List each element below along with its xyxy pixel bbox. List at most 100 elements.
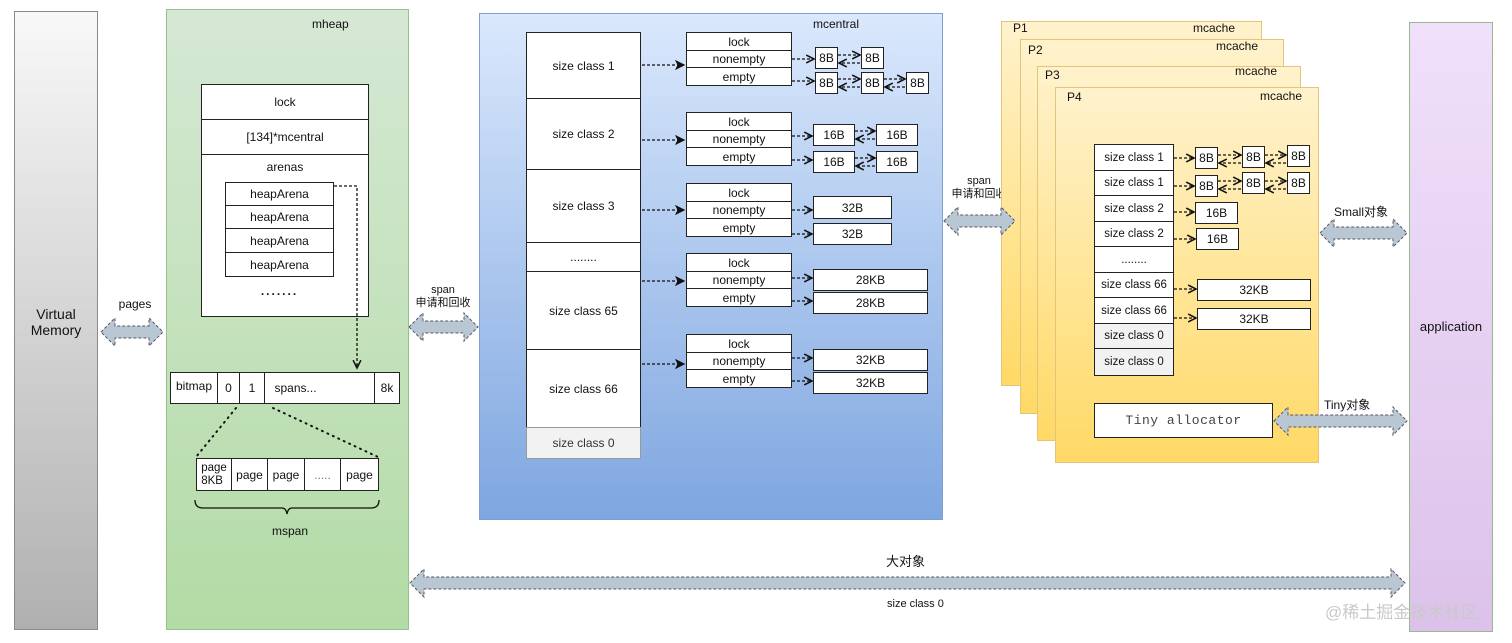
application-block	[1409, 22, 1493, 632]
size-class-ellipsis: ........	[526, 242, 641, 272]
span-block: 16B	[813, 124, 855, 146]
large-object-arrow	[409, 567, 1406, 599]
watermark: @稀土掘金技术社区	[1325, 603, 1479, 622]
mspan-label: mspan	[271, 524, 309, 538]
mcache-size-class-0: size class 0	[1094, 348, 1174, 376]
mcentral-group: lock nonempty empty	[686, 112, 792, 166]
span-block: 16B	[813, 151, 855, 173]
mcentral-group: lock nonempty empty	[686, 334, 792, 388]
size-class-66: size class 66	[526, 349, 641, 428]
mcache-block: 8B	[1242, 172, 1265, 194]
tiny-object-label: Tiny对象	[1324, 398, 1371, 412]
span-block: 16B	[876, 151, 918, 173]
arena-row: bitmap 0 1 spans... 8k	[170, 372, 402, 404]
span-block: 28KB	[813, 292, 928, 314]
page: page	[340, 458, 379, 491]
mcache-block: 16B	[1195, 202, 1238, 224]
large-object-label: 大对象	[886, 554, 926, 569]
mcentral-group: lock nonempty empty	[686, 32, 792, 86]
page-8kb: page 8KB	[196, 458, 232, 491]
virtual-memory-block	[14, 11, 98, 630]
mspan-fan-left	[195, 407, 237, 458]
mcache-block: 16B	[1196, 228, 1239, 250]
heap-arena: heapArena	[225, 228, 334, 253]
arena-spans: spans...	[263, 372, 376, 404]
application-label: application	[1419, 319, 1483, 334]
size-class-0: size class 0	[526, 427, 641, 459]
span-block: 8B	[906, 72, 929, 94]
page: page	[267, 458, 305, 491]
mcache-block: 8B	[1195, 147, 1218, 169]
heap-arena: heapArena	[225, 182, 334, 206]
size-class-65: size class 65	[526, 271, 641, 350]
mcache-size-class: size class 66	[1094, 271, 1174, 299]
tiny-object-arrow	[1273, 405, 1408, 437]
processor-name: P1	[1013, 21, 1028, 35]
span-label-left: span 申请和回收	[408, 284, 478, 309]
small-object-label: Small对象	[1334, 205, 1389, 219]
group-nonempty: nonempty	[686, 351, 792, 371]
mcache-size-class: size class 1	[1094, 144, 1174, 171]
mheap-field-arenas: arenas	[266, 160, 304, 174]
processor-name: P3	[1045, 68, 1060, 82]
mcache-label: mcache	[1216, 39, 1259, 53]
span-block: 8B	[861, 72, 884, 94]
span-block: 8B	[815, 72, 838, 94]
virtual-memory-text: Virtual Memory	[30, 306, 82, 339]
span-block: 8B	[815, 47, 838, 69]
mcache-size-class: size class 2	[1094, 195, 1174, 222]
group-empty: empty	[686, 147, 792, 166]
small-object-arrow	[1319, 217, 1408, 249]
page: page	[230, 458, 269, 491]
span-label-line1: span	[431, 284, 455, 296]
mspan-pages: page 8KB page page ..... page	[196, 458, 380, 491]
arena-span-0: 0	[216, 372, 241, 404]
mcache-block: 8B	[1195, 175, 1218, 197]
arena-connector	[334, 185, 357, 368]
mcache-size-class-ellipsis: ........	[1094, 246, 1174, 273]
mcache-label: mcache	[1193, 21, 1236, 35]
mcentral-title: mcentral	[813, 17, 860, 31]
span-label-line1: span	[967, 175, 991, 187]
mspan-fan-right	[272, 407, 379, 458]
span-block: 32KB	[813, 349, 928, 371]
group-empty: empty	[686, 369, 792, 388]
processor-name: P2	[1028, 43, 1043, 57]
mcache-block: 8B	[1242, 146, 1265, 168]
heap-arena: heapArena	[225, 205, 334, 229]
span-arrow-left	[408, 311, 479, 343]
tiny-allocator: Tiny allocator	[1094, 403, 1273, 438]
processor-name: P4	[1067, 90, 1082, 104]
mcache-size-classes: size class 1 size class 1 size class 2 s…	[1094, 144, 1174, 376]
pages-label: pages	[118, 297, 152, 311]
mheap-field-mcentral: [134]*mcentral	[201, 119, 369, 155]
span-block: 16B	[876, 124, 918, 146]
mcache-block: 32KB	[1197, 279, 1311, 301]
span-block: 32B	[813, 196, 892, 219]
span-label-line2: 申请和回收	[951, 187, 1007, 200]
mcentral-size-classes: size class 1 size class 2 size class 3 .…	[526, 32, 641, 459]
mheap-field-lock: lock	[201, 84, 369, 120]
size-class-3: size class 3	[526, 169, 641, 243]
arena-bitmap: bitmap	[170, 372, 218, 404]
large-size-class-label: size class 0	[887, 598, 944, 610]
size-class-1: size class 1	[526, 32, 641, 99]
size-class-2: size class 2	[526, 98, 641, 170]
mcache-block: 8B	[1287, 172, 1310, 194]
mcache-size-class: size class 66	[1094, 297, 1174, 324]
mheap-title: mheap	[312, 17, 349, 31]
group-nonempty: nonempty	[686, 200, 792, 220]
mcache-label: mcache	[1260, 89, 1303, 103]
group-empty: empty	[686, 288, 792, 307]
mcache-block: 32KB	[1197, 308, 1311, 330]
pages-arrow	[100, 316, 164, 348]
span-block: 8B	[861, 47, 884, 69]
group-empty: empty	[686, 67, 792, 86]
mcache-block: 8B	[1287, 145, 1310, 167]
span-label-right: span 申请和回收	[944, 175, 1014, 200]
mcache-label: mcache	[1235, 64, 1278, 78]
group-lock: lock	[686, 32, 792, 51]
mcentral-group: lock nonempty empty	[686, 183, 792, 237]
group-nonempty: nonempty	[686, 49, 792, 69]
